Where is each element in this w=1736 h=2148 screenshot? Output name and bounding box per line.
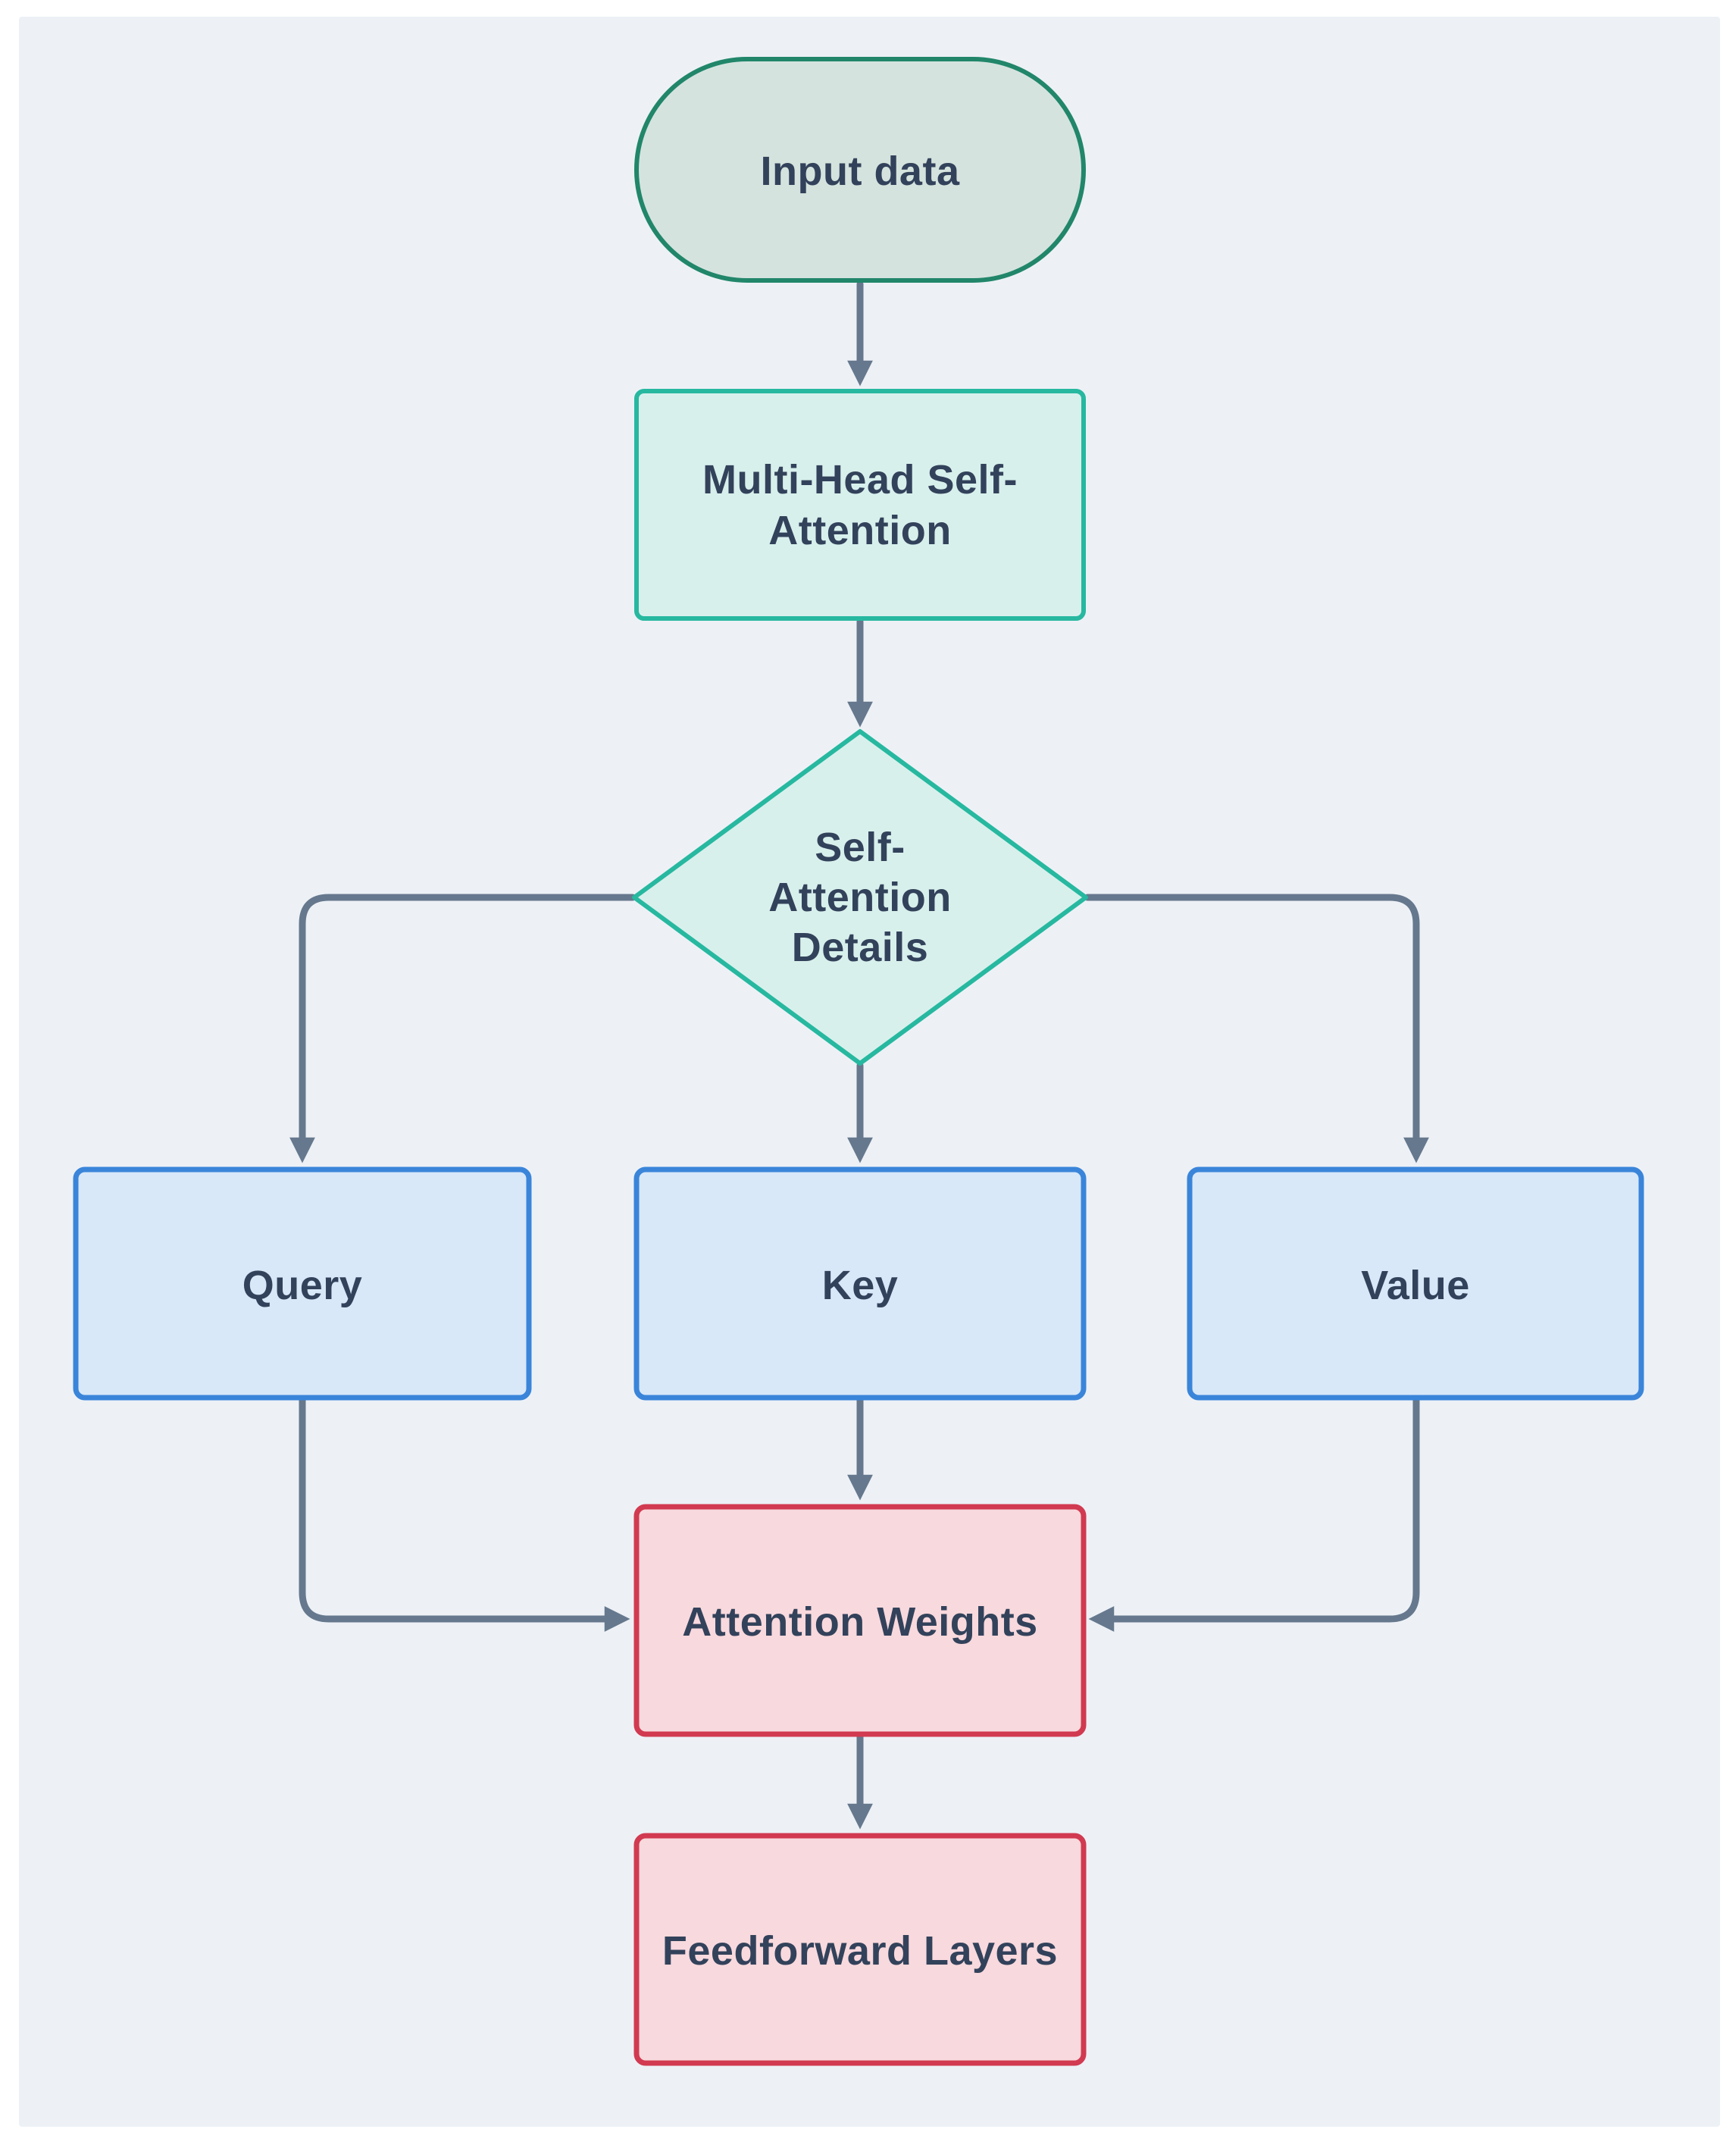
node-key: Key — [633, 1166, 1087, 1401]
node-multi-head-self-attention: Multi-Head Self- Attention — [634, 389, 1086, 621]
self-attention-details-label-line-3: Details — [792, 925, 929, 970]
edge-details-to-query — [289, 894, 637, 1163]
multi-head-self-attention-label-line-1: Multi-Head Self- — [702, 457, 1018, 503]
diagram-panel-background — [19, 17, 1720, 2127]
key-shape — [633, 1166, 1087, 1401]
attention-weights-label: Attention Weights — [682, 1599, 1037, 1645]
edge-query-to-weights — [299, 1396, 630, 1632]
self-attention-details-label-line-1: Self- — [815, 825, 906, 870]
multi-head-self-attention-shape — [634, 389, 1086, 621]
edges — [289, 280, 1429, 1830]
node-input-data: Input data — [634, 57, 1086, 283]
node-query: Query — [73, 1166, 532, 1401]
input-data-label: Input data — [761, 149, 960, 194]
self-attention-details-shape — [632, 729, 1088, 1066]
input-data-shape — [634, 57, 1086, 283]
multi-head-self-attention-label-line-2: Attention — [768, 508, 951, 553]
query-shape — [73, 1166, 532, 1401]
edge-value-to-weights — [1088, 1396, 1420, 1632]
edge-details-to-value — [1084, 894, 1429, 1163]
node-attention-weights: Attention Weights — [633, 1504, 1087, 1737]
feedforward-layers-shape — [633, 1833, 1087, 2066]
feedforward-layers-label: Feedforward Layers — [662, 1928, 1058, 1974]
value-shape — [1187, 1166, 1644, 1401]
value-label: Value — [1361, 1263, 1470, 1308]
attention-weights-shape — [633, 1504, 1087, 1737]
node-feedforward-layers: Feedforward Layers — [633, 1833, 1087, 2066]
key-label: Key — [822, 1263, 899, 1308]
node-value: Value — [1187, 1166, 1644, 1401]
self-attention-details-label-line-2: Attention — [768, 875, 951, 920]
query-label: Query — [242, 1263, 363, 1308]
node-self-attention-details: Self- Attention Details — [632, 729, 1088, 1066]
